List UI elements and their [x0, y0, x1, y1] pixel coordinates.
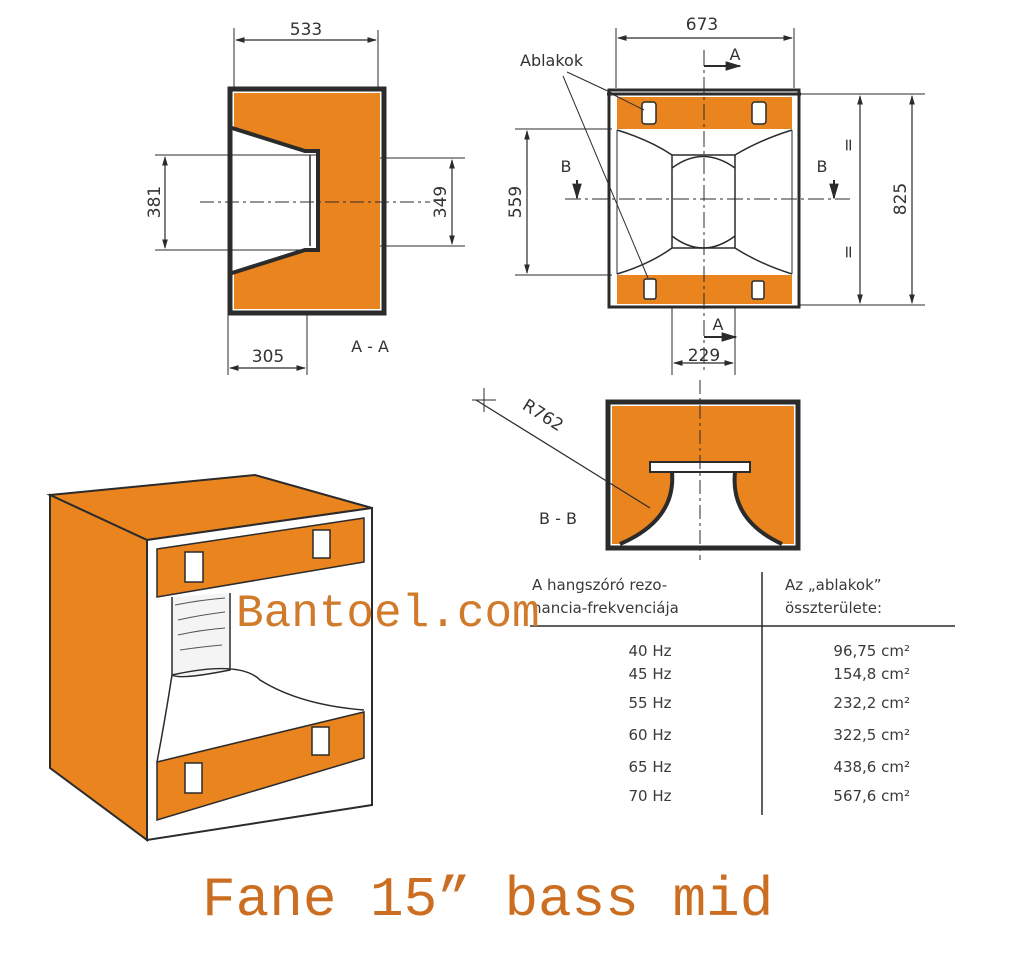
dim-height-381: 381 [145, 186, 165, 218]
table-row-area: 96,75 cm² [833, 642, 910, 660]
front-view: Ablakok A A B B 673 825 = = 559 229 [506, 15, 925, 375]
table-row-freq: 55 Hz [628, 694, 671, 712]
watermark: Bantoel.com [236, 588, 540, 640]
window-port-icon [311, 726, 330, 756]
dim-height-559: 559 [506, 186, 526, 218]
dim-width-673: 673 [686, 15, 718, 35]
windows-label: Ablakok [520, 51, 584, 70]
table-row-freq: 70 Hz [628, 787, 671, 805]
table-header-right-2: összterülete: [785, 599, 882, 617]
table-header-left-1: A hangszóró rezo- [532, 576, 667, 594]
table-row-freq: 45 Hz [628, 665, 671, 683]
table-row-area: 154,8 cm² [833, 665, 910, 683]
window-port-icon [184, 762, 203, 794]
window-port-icon [184, 551, 204, 583]
section-marker-b-left: B [561, 157, 572, 176]
section-aa-view: 533 381 349 305 A - A [145, 20, 465, 375]
window-port-icon [751, 280, 765, 300]
window-port-icon [643, 278, 657, 300]
resonance-table: A hangszóró rezo- nancia-frekvenciája Az… [530, 572, 955, 815]
section-marker-a-top: A [730, 45, 741, 64]
equal-mark-top: = [839, 138, 859, 152]
dim-bottom-305: 305 [252, 347, 284, 367]
section-marker-a-bottom: A [713, 315, 724, 334]
table-header-right-1: Az „ablakok” [785, 576, 882, 594]
table-row-freq: 65 Hz [628, 758, 671, 776]
equal-mark-bottom: = [839, 245, 859, 259]
table-header-left-2: nancia-frekvenciája [532, 599, 679, 617]
dim-bottom-229: 229 [688, 346, 720, 366]
table-row-freq: 60 Hz [628, 726, 671, 744]
section-bb-label: B - B [539, 509, 577, 528]
section-aa-label: A - A [351, 337, 389, 356]
table-row-freq: 40 Hz [628, 642, 671, 660]
table-row-area: 567,6 cm² [833, 787, 910, 805]
radius-r762: R762 [519, 396, 567, 436]
table-row-area: 232,2 cm² [833, 694, 910, 712]
dim-width-533: 533 [290, 20, 322, 40]
dim-height-349: 349 [431, 186, 451, 218]
window-port-icon [312, 529, 331, 559]
isometric-cabinet-view [46, 473, 373, 842]
section-marker-b-right: B [817, 157, 828, 176]
table-row-area: 438,6 cm² [833, 758, 910, 776]
table-row-area: 322,5 cm² [833, 726, 910, 744]
section-bb-view: R762 B - B [472, 380, 801, 560]
dim-height-825: 825 [891, 183, 911, 215]
window-port-icon [751, 101, 767, 125]
window-port-icon [641, 101, 657, 125]
page-title: Fane 15” bass mid [202, 868, 773, 932]
